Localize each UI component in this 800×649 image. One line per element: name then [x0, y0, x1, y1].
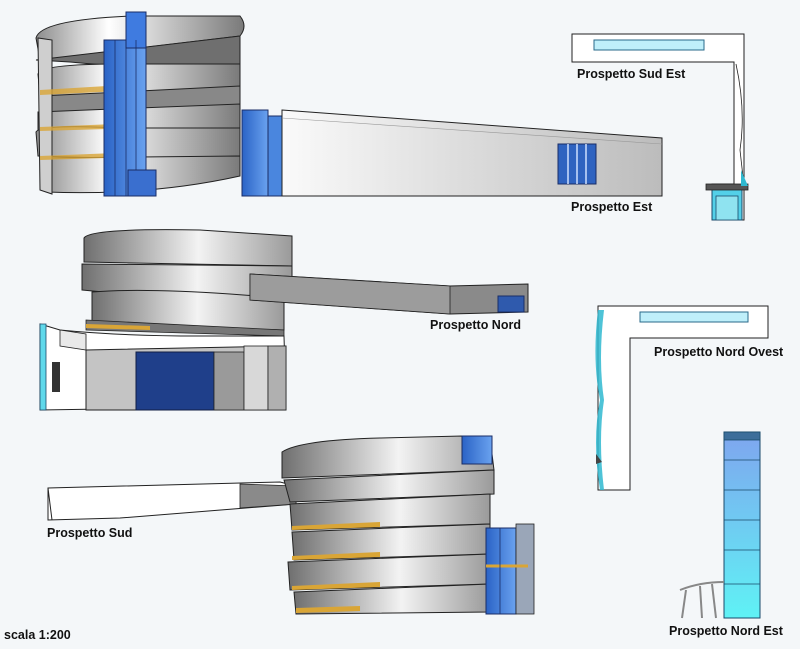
- elevation-south: [47, 435, 535, 615]
- east-ramp-wall: [281, 109, 663, 197]
- east-link-glazing: [241, 109, 285, 197]
- label-prospetto-sud: Prospetto Sud: [47, 526, 133, 540]
- elevation-north-west: [595, 305, 769, 491]
- east-tower: [35, 11, 245, 197]
- elevation-north-east: [679, 431, 761, 619]
- label-prospetto-nord-ovest: Prospetto Nord Ovest: [654, 345, 784, 359]
- label-prospetto-sud-est: Prospetto Sud Est: [577, 67, 686, 81]
- elevation-east: [35, 11, 663, 197]
- label-prospetto-est: Prospetto Est: [571, 200, 653, 214]
- label-prospetto-nord-est: Prospetto Nord Est: [669, 624, 783, 638]
- elevation-south-east: [571, 33, 749, 221]
- scale-label: scala 1:200: [4, 628, 71, 642]
- elevation-north: [39, 229, 529, 411]
- label-prospetto-nord: Prospetto Nord: [430, 318, 521, 332]
